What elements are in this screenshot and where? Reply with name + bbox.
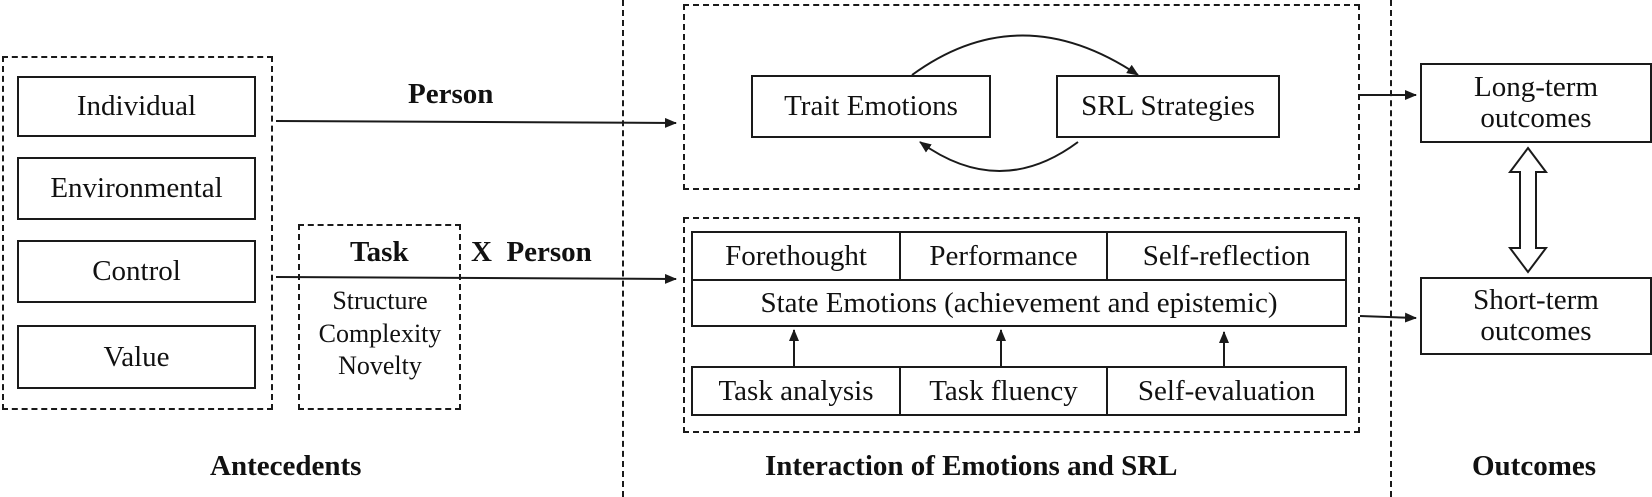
short-term-outcomes-box: Short-term outcomes <box>1420 277 1652 355</box>
antecedent-control-label: Control <box>92 255 181 288</box>
task-group <box>298 224 461 410</box>
long-term-line-1: Long-term <box>1473 70 1598 103</box>
phase-self-reflection: Self-reflection <box>1106 233 1345 279</box>
task-title: Task <box>350 236 409 268</box>
separator-left <box>622 0 624 497</box>
antecedent-value-box: Value <box>17 325 256 389</box>
antecedents-group <box>2 56 273 410</box>
trait-srl-group <box>683 4 1360 190</box>
antecedent-value-label: Value <box>103 340 170 373</box>
separator-right <box>1390 0 1392 497</box>
trait-emotions-box: Trait Emotions <box>751 75 991 138</box>
state-emotions-label: State Emotions (achievement and epistemi… <box>693 279 1345 325</box>
person-arrow <box>275 117 677 128</box>
phase-forethought: Forethought <box>725 239 867 272</box>
srl-to-trait-arc <box>919 141 1079 172</box>
short-term-line-1: Short-term <box>1473 283 1599 316</box>
task-features: Structure Complexity Novelty <box>300 285 460 383</box>
phase-performance: Performance <box>899 233 1106 279</box>
outcomes-caption: Outcomes <box>1472 450 1597 482</box>
trait-emotions-label: Trait Emotions <box>784 90 958 123</box>
antecedent-individual-box: Individual <box>17 76 256 137</box>
person-label: Person <box>408 78 494 110</box>
process-self-evaluation: Self-evaluation <box>1106 368 1345 414</box>
antecedent-individual-label: Individual <box>76 90 197 123</box>
process-task-analysis: Task analysis <box>718 374 874 407</box>
antecedent-control-box: Control <box>17 240 256 303</box>
state-to-shortterm-arrow <box>1359 312 1417 323</box>
process-task-fluency: Task fluency <box>899 368 1106 414</box>
interaction-caption: Interaction of Emotions and SRL <box>765 450 1178 482</box>
phases-state-table: Forethought Performance Self-reflection … <box>691 231 1347 327</box>
x-person-label: X Person <box>471 236 592 268</box>
antecedent-environmental-box: Environmental <box>17 157 256 220</box>
state-srl-group <box>683 217 1360 433</box>
antecedent-environmental-label: Environmental <box>50 172 223 205</box>
task-feature-novelty: Novelty <box>338 351 422 380</box>
task-person-arrow <box>275 273 677 284</box>
long-term-line-2: outcomes <box>1480 102 1592 134</box>
short-term-line-2: outcomes <box>1480 315 1592 347</box>
outcomes-double-arrow <box>1508 146 1548 274</box>
srl-strategies-label: SRL Strategies <box>1081 90 1255 123</box>
long-term-outcomes-box: Long-term outcomes <box>1420 63 1652 143</box>
task-feature-structure: Structure <box>332 286 428 315</box>
trait-to-srl-arc <box>911 34 1139 76</box>
antecedents-caption: Antecedents <box>210 450 362 482</box>
processes-table: Task analysis Task fluency Self-evaluati… <box>691 366 1347 416</box>
srl-strategies-box: SRL Strategies <box>1056 75 1280 138</box>
task-feature-complexity: Complexity <box>318 318 442 348</box>
